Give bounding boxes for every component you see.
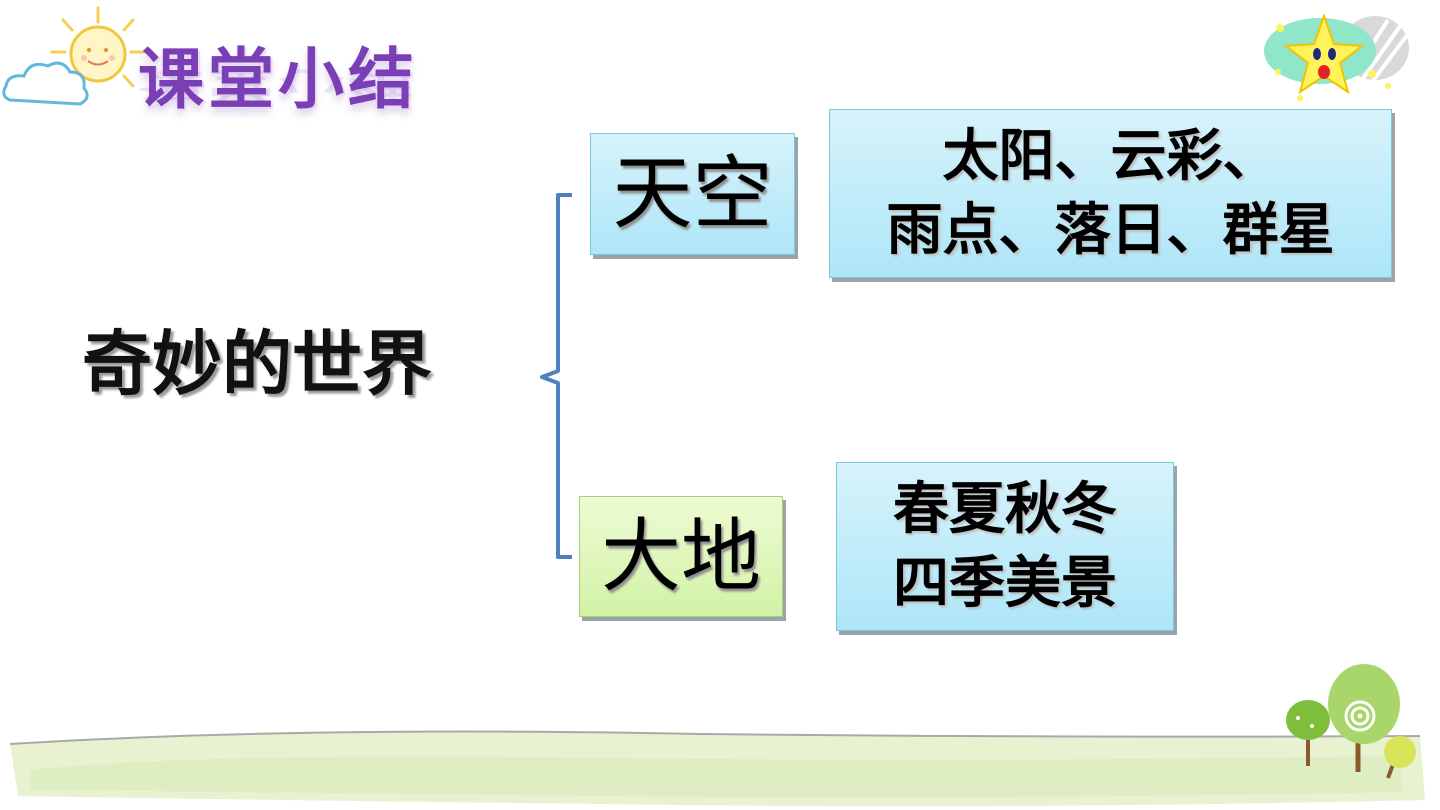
detail-line: 春夏秋冬 (893, 476, 1117, 542)
branch-earth: 大地 (579, 496, 783, 617)
branch-sky: 天空 (590, 133, 795, 255)
detail-line: 太阳、云彩、 (942, 123, 1279, 189)
root-concept: 奇妙的世界 (82, 323, 432, 405)
page-title: 课堂小结 (138, 41, 418, 118)
branch-earth-detail: 春夏秋冬 四季美景 (836, 462, 1174, 631)
branch-earth-label: 大地 (601, 509, 761, 603)
branch-sky-label: 天空 (612, 147, 773, 240)
trees-icon (1286, 664, 1416, 779)
detail-line: 四季美景 (893, 550, 1117, 616)
sun-cloud-icon (2, 6, 146, 106)
detail-line: 雨点、落日、群星 (886, 197, 1335, 263)
ground-decoration (9, 730, 1425, 807)
branch-bracket (540, 193, 572, 559)
star-character-icon (1264, 13, 1410, 101)
page-title-reflection: 课堂小结 (138, 65, 418, 104)
branch-sky-detail: 太阳、云彩、 雨点、落日、群星 (829, 109, 1392, 278)
